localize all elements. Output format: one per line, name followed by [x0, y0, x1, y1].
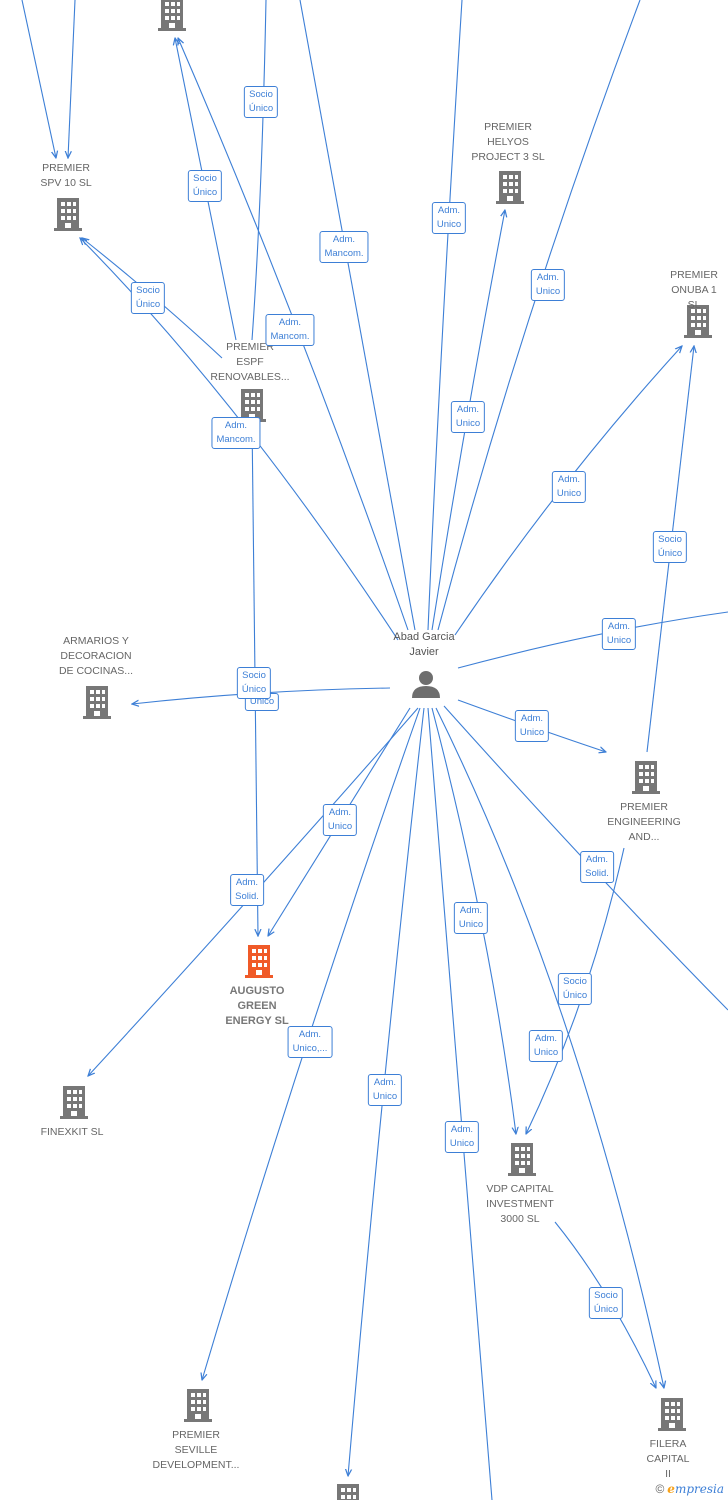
edge-line: [427, 0, 463, 631]
copyright-symbol: ©: [655, 1482, 665, 1496]
relation-badge: Adm. Solid.: [230, 874, 264, 906]
company-label-premier-onuba[interactable]: PREMIER ONUBA 1 SL: [670, 269, 718, 311]
company-label-finexkit[interactable]: FINEXKIT SL: [40, 1126, 104, 1138]
company-label-premier-helyos[interactable]: PREMIER HELYOS PROJECT 3 SL: [471, 121, 545, 163]
edge-line: [299, 0, 416, 631]
relation-badge: Adm. Unico: [514, 710, 550, 742]
edge-line: [251, 0, 267, 341]
relation-badge: Adm. Unico: [322, 804, 358, 836]
building-icon-augusto: [245, 945, 273, 978]
building-icon-bottom: [334, 1484, 362, 1500]
building-icon-vdp: [508, 1143, 536, 1176]
relation-badge: Socio Único: [652, 531, 688, 563]
relation-badge: Adm. Mancom.: [211, 417, 261, 449]
relation-badge: Adm. Mancom.: [319, 231, 369, 263]
company-label-premier-engineering[interactable]: PREMIER ENGINEERING AND...: [607, 801, 681, 843]
relation-badge: Socio Único: [187, 170, 223, 202]
relation-badge: Adm. Unico: [551, 471, 587, 503]
relation-badge: Adm. Unico: [528, 1030, 564, 1062]
edge-line: [435, 707, 664, 1388]
relation-badge: Adm. Unico: [367, 1074, 403, 1106]
company-label-filera[interactable]: FILERA CAPITAL II: [646, 1438, 690, 1480]
edge-line: [437, 0, 641, 631]
company-label-premier-seville[interactable]: PREMIER SEVILLE DEVELOPMENT...: [152, 1429, 240, 1471]
relation-badge: Socio Único: [130, 282, 166, 314]
relation-badge: Adm. Unico: [444, 1121, 480, 1153]
relation-badge: Adm. Unico: [431, 202, 467, 234]
building-icon-finexkit: [60, 1086, 88, 1119]
company-label-armarios[interactable]: ARMARIOS Y DECORACION DE COCINAS...: [58, 635, 134, 677]
relation-badge: Adm. Unico: [450, 401, 486, 433]
building-icon-premier-helyos: [496, 171, 524, 204]
relation-badge: Adm. Unico: [530, 269, 566, 301]
relation-badge: Socio Único: [588, 1287, 624, 1319]
relation-badge: Adm. Unico,...: [287, 1026, 333, 1058]
relation-badge: Adm. Mancom.: [265, 314, 315, 346]
building-icon-premier-seville: [184, 1389, 212, 1422]
relation-badge: Socio Único: [243, 86, 279, 118]
relation-badge: Adm. Unico: [601, 618, 637, 650]
edge-line: [21, 0, 56, 158]
relation-badge: Socio Único: [557, 973, 593, 1005]
company-label-premier-spv10[interactable]: PREMIER SPV 10 SL: [40, 162, 92, 189]
relation-badge: Adm. Solid.: [580, 851, 614, 883]
building-icon-filera: [658, 1398, 686, 1431]
company-label-vdp[interactable]: VDP CAPITAL INVESTMENT 3000 SL: [486, 1183, 554, 1225]
person-label[interactable]: Abad Garcia Javier: [393, 631, 455, 658]
building-icon-armarios: [83, 686, 111, 719]
building-icon-premier-engineering: [632, 761, 660, 794]
person-icon: [412, 671, 440, 698]
edge-line: [427, 707, 493, 1500]
relation-badge: Adm. Unico: [453, 902, 489, 934]
edge-line: [68, 0, 76, 158]
building-icon-premier-spv10: [54, 198, 82, 231]
company-label-augusto[interactable]: AUGUSTO GREEN ENERGY SL: [225, 985, 289, 1027]
edge-line: [457, 611, 728, 669]
brand-logo: empresia: [667, 1482, 724, 1496]
building-icon-top: [158, 0, 186, 31]
brand-footer[interactable]: ©empresia: [655, 1482, 724, 1496]
company-label-premier-espf[interactable]: PREMIER ESPF RENOVABLES...: [210, 341, 290, 383]
relation-badge: Socio Único: [236, 667, 272, 699]
